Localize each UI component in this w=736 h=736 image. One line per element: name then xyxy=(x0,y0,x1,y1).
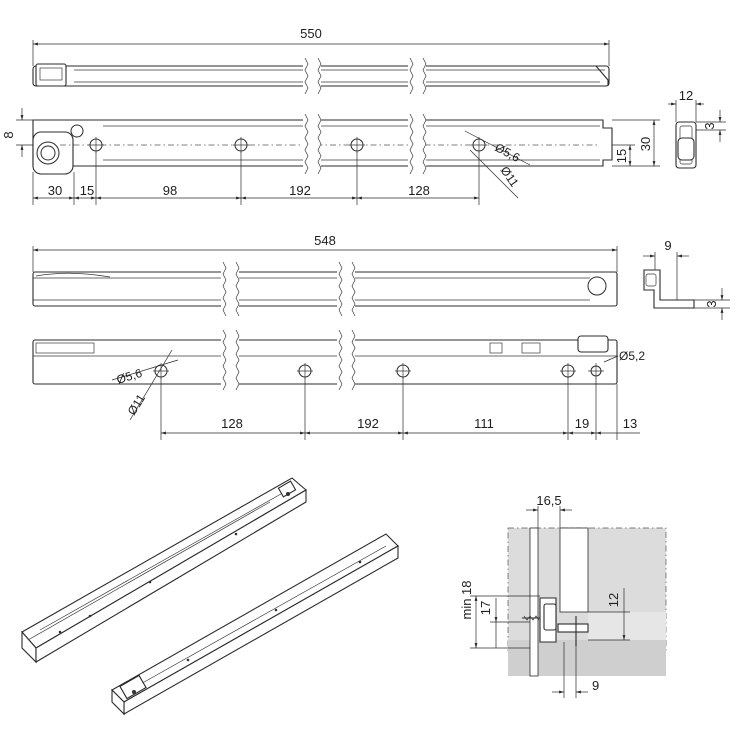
bottom-rail-side-view xyxy=(32,261,618,317)
end-view-top: 12 3 xyxy=(668,88,726,169)
dim-548-label: 548 xyxy=(314,233,336,248)
dim-128-label: 128 xyxy=(408,183,430,198)
end-bottom-width-label: 9 xyxy=(664,238,671,253)
top-hole-large-label: Ø11 xyxy=(498,164,522,190)
bottom-rail-plan-view xyxy=(32,329,618,391)
dim-30-side-label: 30 xyxy=(638,137,653,151)
dim-8-label: 8 xyxy=(1,131,16,138)
top-side-dims: 15 30 xyxy=(612,119,660,167)
top-hole-callouts: Ø5,6 Ø11 xyxy=(464,130,531,199)
install-17-label: 17 xyxy=(478,601,493,615)
dim-548: 548 xyxy=(32,233,618,272)
end-top-width-label: 12 xyxy=(679,88,693,103)
dim-98-label: 98 xyxy=(163,183,177,198)
end-bottom-offset-label: 3 xyxy=(704,300,719,307)
install-12-label: 12 xyxy=(606,593,621,607)
dim-192-label: 192 xyxy=(289,183,311,198)
dim-111-label: 111 xyxy=(474,416,494,431)
dim-192b-label: 192 xyxy=(357,416,379,431)
dim-13-label: 13 xyxy=(623,416,637,431)
top-rail-side-view xyxy=(32,57,610,95)
dim-15-side-label: 15 xyxy=(614,149,629,163)
end-view-bottom: 9 3 xyxy=(643,238,730,320)
dim-550-label: 550 xyxy=(300,26,322,41)
bottom-hole-right-label: Ø5,2 xyxy=(619,349,645,363)
install-gap-label: 16,5 xyxy=(536,493,561,508)
install-dims: 16,5 min 18 17 12 9 xyxy=(459,493,630,698)
dim-19-label: 19 xyxy=(575,416,589,431)
end-top-offset-label: 3 xyxy=(702,122,717,129)
installation-detail xyxy=(507,527,667,677)
dim-30-label: 30 xyxy=(48,183,62,198)
install-9-label: 9 xyxy=(592,678,599,693)
dim-128b-label: 128 xyxy=(221,416,243,431)
install-min18-label: min 18 xyxy=(459,580,474,619)
isometric-rail-2 xyxy=(111,533,399,716)
dim-8: 8 xyxy=(1,108,33,157)
dim-15-label: 15 xyxy=(80,183,94,198)
isometric-rail-1 xyxy=(21,477,307,664)
top-plan-dims: 30 15 98 192 128 xyxy=(32,152,480,205)
dim-550: 550 xyxy=(32,26,610,66)
bottom-plan-dims: 128 192 111 19 13 xyxy=(160,378,640,440)
top-rail-plan-view xyxy=(32,113,613,175)
